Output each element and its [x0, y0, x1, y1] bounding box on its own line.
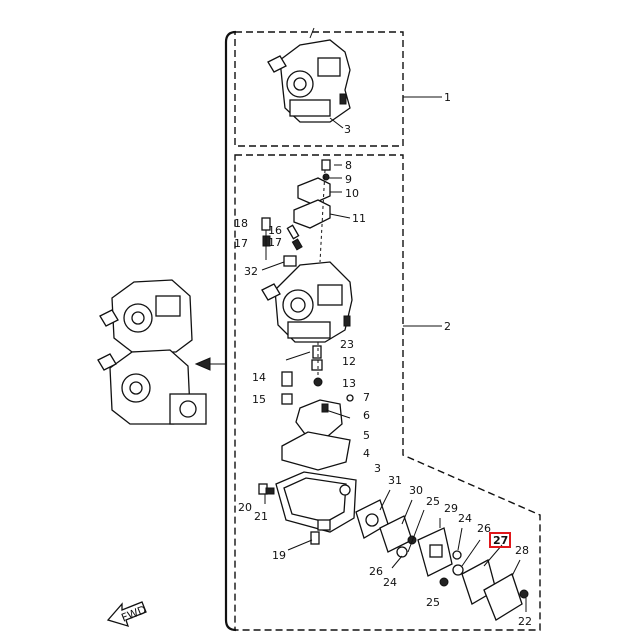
- callout-32: 32: [244, 265, 258, 278]
- callout-10: 10: [345, 187, 359, 200]
- callout-25-top: 25: [426, 495, 440, 508]
- callout-20: 20: [238, 501, 252, 514]
- carburetor-assembly-top: [267, 27, 351, 123]
- callout-21: 21: [254, 510, 268, 523]
- chamber-screws: [258, 483, 320, 551]
- callout-1: 1: [444, 91, 451, 104]
- pump-cover-parts: [461, 544, 529, 621]
- callout-24-left: 24: [383, 576, 397, 589]
- float-chamber: [275, 471, 357, 533]
- callout-5: 5: [363, 429, 370, 442]
- callout-22: 22: [518, 615, 532, 628]
- gasket-plates: [355, 489, 413, 553]
- twin-carburetor-illustration: [97, 279, 207, 425]
- callout-31: 31: [388, 474, 402, 487]
- callout-18: 18: [234, 217, 248, 230]
- callout-17-right: 17: [268, 236, 282, 249]
- callout-29: 29: [444, 502, 458, 515]
- callout-27: 27: [493, 534, 508, 547]
- fwd-label: FWD: [120, 603, 149, 625]
- carb-top-small-parts: [293, 159, 351, 263]
- callout-9: 9: [345, 173, 352, 186]
- callout-4: 4: [363, 447, 370, 460]
- callout-3-chamber: 3: [374, 462, 381, 475]
- assembly-box-2: [234, 154, 541, 631]
- callout-12: 12: [342, 355, 356, 368]
- callout-26-right: 26: [477, 522, 491, 535]
- assembly-bracket: [224, 30, 237, 632]
- fwd-arrow-icon: FWD: [106, 601, 149, 627]
- callout-23: 23: [340, 338, 354, 351]
- screw-spring-parts: [261, 217, 303, 271]
- callout-28: 28: [515, 544, 529, 557]
- callout-14: 14: [252, 371, 266, 384]
- callout-13: 13: [342, 377, 356, 390]
- callout-16: 16: [268, 224, 282, 237]
- callout-17-left: 17: [234, 237, 248, 250]
- assembly-box-1: [234, 31, 404, 147]
- callout-3-top: 3: [344, 123, 351, 136]
- highlight-box-27: [489, 532, 511, 548]
- callout-26-left: 26: [369, 565, 383, 578]
- callout-8: 8: [345, 159, 352, 172]
- callout-6: 6: [363, 409, 370, 422]
- float-gasket-parts: [281, 394, 354, 471]
- callout-25-bottom: 25: [426, 596, 440, 609]
- callout-30: 30: [409, 484, 423, 497]
- pump-parts: [391, 509, 481, 587]
- callout-15: 15: [252, 393, 266, 406]
- callout-2: 2: [444, 320, 451, 333]
- carburetor-assembly-main: [261, 261, 353, 343]
- callout-7: 7: [363, 391, 370, 404]
- jet-parts: [281, 342, 323, 405]
- callout-24-right: 24: [458, 512, 472, 525]
- callout-11: 11: [352, 212, 366, 225]
- callout-19: 19: [272, 549, 286, 562]
